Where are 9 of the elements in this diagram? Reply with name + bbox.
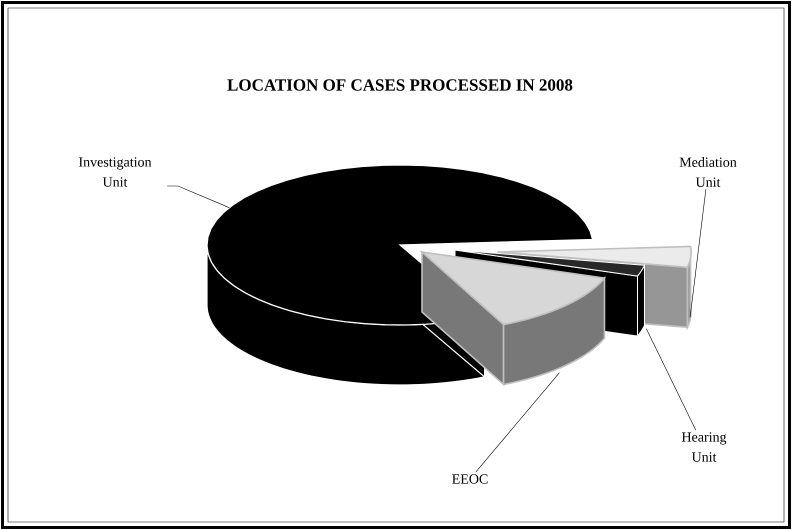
slice-label: Investigation Unit [78,157,152,187]
leader-line [646,328,696,430]
slice-label: Mediation Unit [680,157,737,187]
leader-line [166,186,230,208]
leader-line [476,372,560,472]
slice-label: EEOC [452,474,488,484]
leader-line [690,188,706,318]
chart-title: LOCATION OF CASES PROCESSED IN 2008 [227,79,572,91]
slice-label: Hearing Unit [682,432,726,462]
